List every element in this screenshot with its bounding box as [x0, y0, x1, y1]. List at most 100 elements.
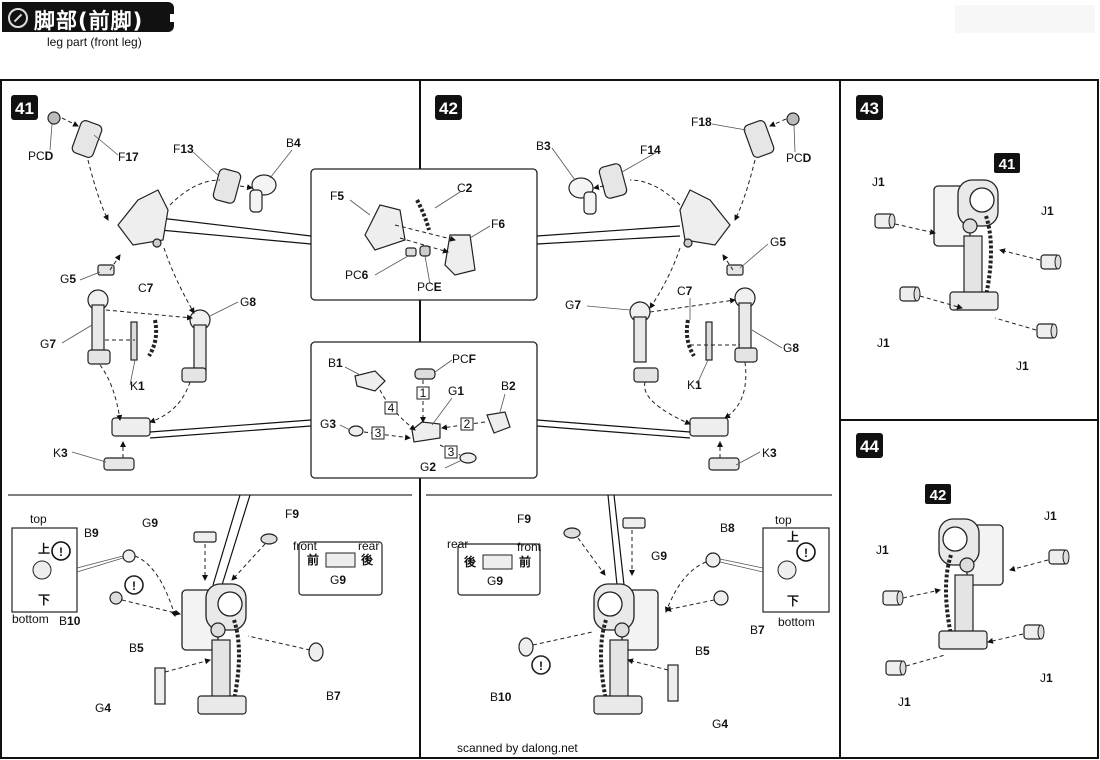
label-g9-r: G9	[651, 549, 667, 563]
label-k3: K3	[53, 446, 68, 460]
label-f13: F13	[173, 142, 194, 156]
step44-dashed	[902, 559, 1049, 667]
lower-left-front-rear-box: 前 後 G9	[298, 541, 383, 596]
lower-left-leaders	[76, 555, 124, 573]
header-tab-notch	[170, 14, 176, 22]
step42-dashed	[593, 118, 787, 458]
label-g3: G3	[320, 417, 336, 431]
inset-foot-order-boxes: 1 2 3 3 4	[371, 386, 474, 459]
svg-text:前: 前	[307, 552, 319, 567]
inset-hip-parts	[364, 199, 476, 276]
label-f14: F14	[640, 143, 661, 157]
label-k1: K1	[130, 379, 145, 393]
label-f5: F5	[330, 189, 344, 203]
label-j1-c: J1	[877, 336, 890, 350]
lower-right-assembly	[592, 582, 660, 716]
label-b10-r: B10	[490, 690, 512, 704]
top-label-right: top	[775, 513, 792, 527]
section-title: 脚部(前脚)	[34, 9, 144, 33]
label-g1: G1	[448, 384, 464, 398]
step42-leaders	[551, 123, 796, 466]
lower-right-orient-box: 上 下 !	[762, 527, 830, 613]
label-k1-42: K1	[687, 378, 702, 392]
step-badge-44: 44	[856, 433, 883, 458]
svg-text:43: 43	[860, 99, 879, 118]
svg-text:2: 2	[464, 417, 471, 431]
section-subtitle: leg part (front leg)	[47, 35, 142, 49]
inset-foot-leaders	[339, 359, 506, 469]
svg-text:41: 41	[999, 156, 1016, 173]
label-pc6: PC6	[345, 268, 369, 282]
inset-foot-parts	[348, 368, 511, 464]
label-j1-e: J1	[1044, 509, 1057, 523]
label-b9: B9	[84, 526, 99, 540]
scan-watermark: scanned by dalong.net	[457, 741, 578, 755]
caution-icon-3	[796, 542, 816, 562]
label-b5: B5	[129, 641, 144, 655]
inset-hip-labels: F5 C2 F6 PC6 PCE	[330, 181, 505, 294]
label-g4-r: G4	[712, 717, 728, 731]
lower-left-parts	[109, 531, 324, 705]
caution-icon	[51, 541, 71, 561]
rear-label: rear	[358, 539, 379, 553]
label-b10: B10	[59, 614, 81, 628]
label-pc-d: PCD	[28, 149, 54, 163]
front-label: front	[293, 539, 318, 553]
step-badge-43: 43	[856, 95, 883, 120]
faint-header-tab	[955, 5, 1095, 33]
label-g4: G4	[95, 701, 111, 715]
lower-left-orient-box: 上 下 !	[11, 527, 78, 613]
label-f6: F6	[491, 217, 505, 231]
svg-text:G9: G9	[487, 574, 503, 588]
label-j1-f: J1	[876, 543, 889, 557]
step44-assembly	[937, 517, 1005, 651]
lower-left-assembly	[180, 582, 248, 716]
inset-hip-leaders	[349, 191, 491, 285]
inset-hip-dashed	[394, 224, 456, 254]
bottom-label: bottom	[12, 612, 49, 626]
step41-dashed	[61, 117, 253, 458]
front-label-right: front	[517, 540, 542, 554]
lower-right-labels: rear front F9 G9 B8 B7 B5 B10 G4	[447, 512, 765, 731]
svg-text:下: 下	[787, 594, 799, 608]
label-j1-b: J1	[1041, 204, 1054, 218]
svg-text:4: 4	[388, 401, 395, 415]
step44-labels: J1 J1 J1 J1	[876, 509, 1057, 709]
label-f18: F18	[691, 115, 712, 129]
svg-text:上: 上	[787, 529, 799, 544]
lower-right-parts	[518, 517, 729, 702]
label-g9: G9	[142, 516, 158, 530]
step41-labels: PCD F17 F13 B4 G5 C7 G8 G7 K1 K3	[28, 136, 301, 460]
svg-text:下: 下	[38, 593, 50, 607]
panel-frames	[0, 79, 1099, 759]
label-b8-r: B8	[720, 521, 735, 535]
label-c7-42: C7	[677, 284, 693, 298]
label-f17: F17	[118, 150, 139, 164]
inset-foot-box	[310, 341, 538, 479]
svg-text:後: 後	[464, 554, 477, 569]
step43-ref-badge: 41	[994, 153, 1020, 173]
top-label: top	[30, 512, 47, 526]
label-g8-42: G8	[783, 341, 799, 355]
label-pc-d-42: PCD	[786, 151, 812, 165]
svg-text:上: 上	[38, 541, 50, 556]
label-j1-g: J1	[1040, 671, 1053, 685]
svg-text:42: 42	[439, 99, 458, 118]
label-f9: F9	[285, 507, 299, 521]
rear-label-right: rear	[447, 537, 468, 551]
lower-left-dashed	[121, 543, 311, 673]
label-g5-42: G5	[770, 235, 786, 249]
svg-text:3: 3	[448, 445, 455, 459]
caution-mark: !	[132, 579, 136, 593]
svg-text:前: 前	[519, 554, 531, 569]
label-c7: C7	[138, 281, 154, 295]
label-g5: G5	[60, 272, 76, 286]
step-badge-41: 41	[11, 95, 38, 120]
label-b7-r: B7	[750, 623, 765, 637]
label-b4: B4	[286, 136, 301, 150]
label-j1-d: J1	[1016, 359, 1029, 373]
inset-foot-labels: B1 PCF G1 B2 G3 G2	[320, 352, 516, 474]
step-badge-42: 42	[435, 95, 462, 120]
svg-text:!: !	[59, 545, 63, 559]
